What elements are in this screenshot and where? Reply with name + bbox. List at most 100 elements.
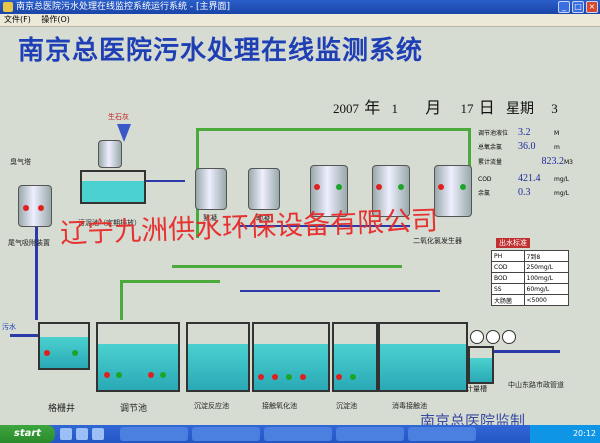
regulating-basin[interactable] (96, 322, 180, 392)
clo2-tank-1[interactable] (310, 165, 348, 217)
menu-bar: 文件(F) 操作(O) (0, 14, 600, 27)
year-value: 2007 (333, 101, 359, 116)
weekday-label: 星期 (506, 102, 535, 117)
tank1-label: 絮凝 (203, 214, 217, 222)
window-titlebar: 南京总医院污水处理在线监控系统运行系统 - [主界面] _ □ × (0, 0, 600, 14)
year-label: 年 (364, 100, 381, 117)
day-label: 日 (478, 100, 495, 117)
regulating-ok-icon (116, 372, 122, 378)
app-icon (3, 2, 13, 12)
taskbar-button[interactable] (192, 427, 260, 441)
minimize-button[interactable]: _ (558, 1, 570, 13)
oxidation-alarm-icon (258, 374, 264, 380)
green-pipe-regulating (120, 280, 123, 320)
grid-well-basin[interactable] (38, 322, 90, 370)
sludge-tank[interactable] (80, 170, 146, 204)
disinfection-label: 消毒接触池 (392, 402, 427, 410)
green-pipe-top (196, 128, 470, 131)
clo2-2-alarm-icon (376, 184, 382, 190)
exhaust-status-icon (23, 205, 29, 211)
tank2-label: 助凝 (256, 214, 270, 222)
lime-arrow-icon (117, 124, 131, 142)
sediment-basin[interactable] (186, 322, 250, 392)
oxidation-alarm3-icon (300, 374, 306, 380)
month-label: 月 (425, 100, 442, 117)
taskbar-button[interactable] (336, 427, 404, 441)
meter-label: 计量槽 (466, 385, 487, 393)
clock: 20:12 (572, 429, 596, 438)
clo2-tank-3[interactable] (434, 165, 472, 217)
flow-meter-icon (470, 330, 484, 344)
weekday-value: 3 (551, 101, 558, 116)
table-row: 大肠菌<5000 (491, 294, 570, 306)
settling-ok-icon (350, 374, 356, 380)
outlet-label: 中山东路市政管道 (508, 381, 564, 389)
settling-alarm-icon (336, 374, 342, 380)
date-display: 2007 年 1 月 17 日 星期 3 (333, 94, 558, 118)
taskbar-button[interactable] (264, 427, 332, 441)
disinfection-basin[interactable] (378, 322, 468, 392)
lime-label: 生石灰 (108, 113, 129, 121)
regulating-alarm-icon (104, 372, 110, 378)
contact-oxidation-basin[interactable] (252, 322, 330, 392)
sediment-label: 沉淀反应池 (194, 402, 229, 410)
exhaust-tank[interactable] (18, 185, 52, 227)
standards-title: 出水标准 (496, 238, 530, 248)
meter-basin[interactable] (468, 346, 494, 384)
exhaust-label: 尾气吸附装置 (8, 239, 50, 247)
grid-ok-icon (72, 350, 78, 356)
clo2-1-alarm-icon (314, 184, 320, 190)
taskbar-button[interactable] (120, 427, 188, 441)
month-value: 1 (391, 101, 399, 116)
maximize-button[interactable]: □ (572, 1, 584, 13)
clo2-1-ok-icon (336, 184, 342, 190)
green-pipe-mid (172, 265, 402, 268)
quicklaunch-icon[interactable] (92, 428, 104, 440)
exhaust-pipe (35, 200, 38, 320)
start-button[interactable]: start (0, 425, 55, 443)
close-button[interactable]: × (586, 1, 598, 13)
clo2-3-ok-icon (460, 184, 466, 190)
taskbar-button[interactable] (408, 427, 476, 441)
quicklaunch-icon[interactable] (60, 428, 72, 440)
inlet-label: 污水 (2, 323, 16, 331)
contact-oxidation-label: 接触氧化池 (262, 402, 297, 410)
blue-pipe-lower (240, 290, 440, 292)
outlet-pipe (470, 350, 560, 353)
sludge-label: 污泥池（定期排放） (78, 219, 141, 227)
taskbar: start 20:12 (0, 425, 600, 443)
odor-tower-label: 臭气塔 (10, 158, 31, 166)
green-pipe-regulating-h (120, 280, 220, 283)
menu-operate[interactable]: 操作(O) (41, 15, 70, 24)
green-pipe-right (468, 128, 471, 168)
flocculant-tank[interactable] (195, 168, 227, 210)
lime-doser[interactable] (98, 140, 122, 168)
clo2-tank-2[interactable] (372, 165, 410, 217)
coagulant-tank[interactable] (248, 168, 280, 210)
inlet-pipe (10, 334, 40, 337)
blue-pipe-upper (240, 225, 410, 227)
cod-meter-icon (502, 330, 516, 344)
settling-label: 沉淀池 (336, 402, 357, 410)
window-title: 南京总医院污水处理在线监控系统运行系统 - [主界面] (16, 2, 230, 12)
oxidation-alarm2-icon (272, 374, 278, 380)
clo2-3-alarm-icon (438, 184, 444, 190)
grid-alarm-icon (44, 350, 50, 356)
menu-file[interactable]: 文件(F) (4, 15, 31, 24)
clo2-label: 二氧化氯发生器 (413, 237, 462, 245)
system-tray: 20:12 (530, 425, 600, 443)
quicklaunch-icon[interactable] (76, 428, 88, 440)
settling-basin[interactable] (332, 322, 378, 392)
regulating-alarm2-icon (148, 372, 154, 378)
regulating-label: 调节池 (120, 404, 148, 414)
clo2-2-ok-icon (398, 184, 404, 190)
exhaust-status2-icon (38, 205, 44, 211)
